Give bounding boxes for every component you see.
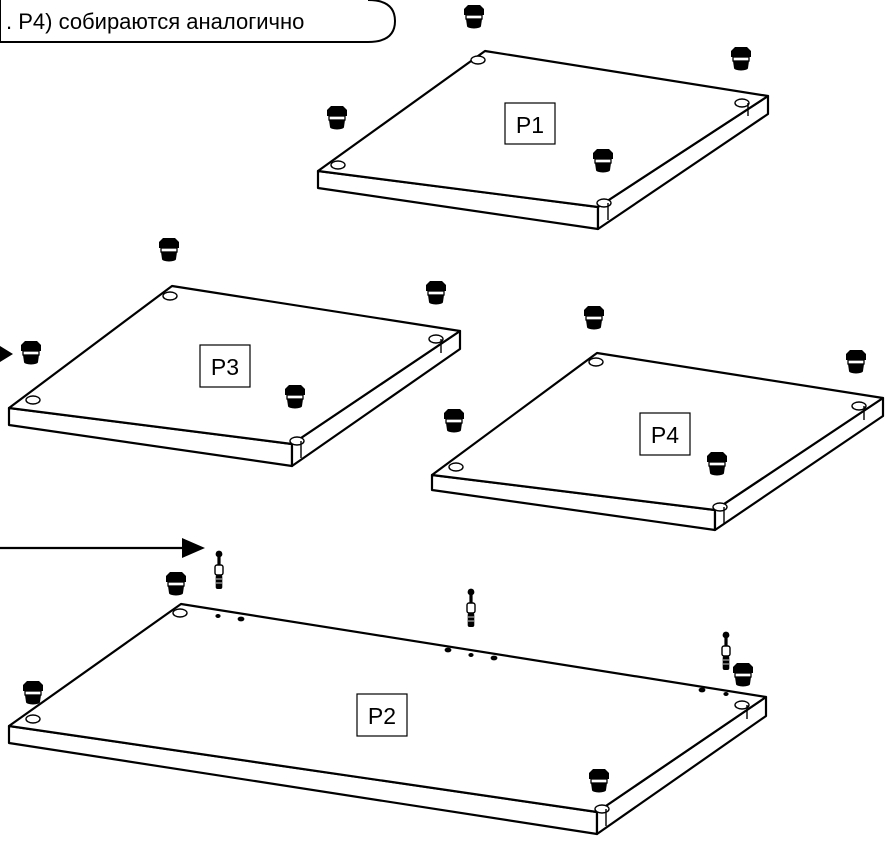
assembly-note-text: . P4) собираются аналогично <box>6 9 304 34</box>
cam-lock-icon <box>158 237 180 263</box>
cam-lock-icon <box>845 349 867 375</box>
dowel-bolt-icon <box>721 630 731 671</box>
dowel-bolt-icon <box>466 587 476 628</box>
panel-p2: P2 <box>7 602 768 836</box>
panel-p4-label-box <box>639 412 691 456</box>
panel-p4-label: P4 <box>651 422 679 448</box>
panel-p1-label-box <box>504 102 556 145</box>
panel-p4: P4 <box>430 351 885 532</box>
panel-p2-label: P2 <box>368 703 396 729</box>
panel-p2-label-box <box>356 693 408 737</box>
cam-lock-icon <box>730 46 752 72</box>
panel-p3-label: P3 <box>211 354 239 380</box>
cam-lock-icon <box>463 4 485 30</box>
cam-lock-icon <box>425 280 447 306</box>
panel-p3-label-box <box>199 344 251 388</box>
cam-lock-icon <box>583 305 605 331</box>
assembly-note: . P4) собираются аналогично <box>0 0 397 43</box>
arrow-to-p3 <box>0 346 13 362</box>
cam-lock-icon <box>20 340 42 366</box>
cam-lock-icon <box>706 451 728 477</box>
panel-p3: P3 <box>7 284 462 468</box>
panel-p1: P1 <box>316 49 770 231</box>
cam-lock-icon <box>165 571 187 597</box>
cam-lock-icon <box>22 680 44 706</box>
arrow-to-p2 <box>0 538 205 558</box>
cam-lock-icon <box>732 662 754 688</box>
arrow-head-icon <box>0 346 13 362</box>
cam-lock-icon <box>588 768 610 794</box>
dowel-bolt-icon <box>214 549 224 590</box>
cam-lock-icon <box>443 408 465 434</box>
panel-p1-label: P1 <box>516 112 544 138</box>
cam-lock-icon <box>284 384 306 410</box>
cam-lock-icon <box>326 105 348 131</box>
arrow-head-icon <box>182 538 205 558</box>
cam-lock-icon <box>592 148 614 174</box>
